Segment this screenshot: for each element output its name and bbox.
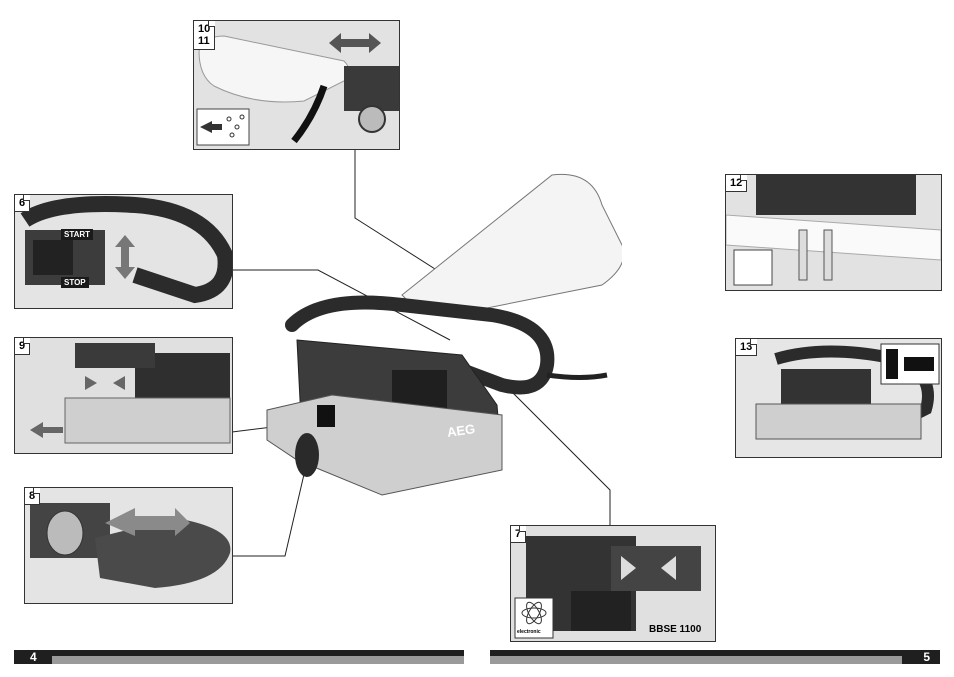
electronic-label: electronic — [517, 629, 541, 635]
figure-9: 9 — [14, 337, 233, 454]
start-label: START — [61, 229, 93, 240]
figure-12: 12 — [725, 174, 942, 291]
figure-label: 12 — [725, 174, 747, 192]
figure-label: 7 — [510, 525, 526, 543]
belt-sander-illustration: AEG — [262, 165, 622, 505]
figure-10-11: 10 11 — [193, 20, 400, 150]
model-label: BBSE 1100 — [649, 624, 701, 635]
stop-label: STOP — [61, 277, 89, 288]
figure-7: 7 electronic BBSE 1100 — [510, 525, 716, 642]
page-number-right: 5 — [923, 650, 930, 664]
page-number-left: 4 — [30, 650, 37, 664]
figure-label: 9 — [14, 337, 30, 355]
figure-13: 13 — [735, 338, 942, 458]
figure-label: 8 — [24, 487, 40, 505]
figure-6: 6 START STOP — [14, 194, 233, 309]
figure-label: 10 11 — [193, 20, 215, 50]
figure-8: 8 — [24, 487, 233, 604]
figure-label: 6 — [14, 194, 30, 212]
footer-bar-left: 4 — [14, 650, 464, 664]
figure-label: 13 — [735, 338, 757, 356]
footer-bar-right: 5 — [490, 650, 940, 664]
